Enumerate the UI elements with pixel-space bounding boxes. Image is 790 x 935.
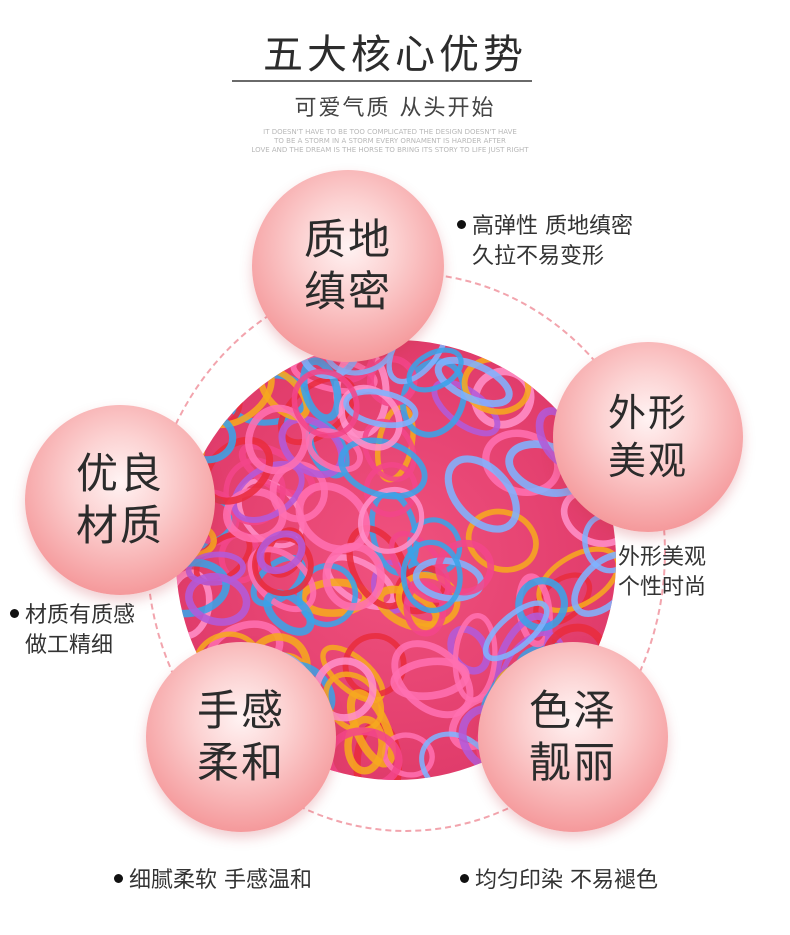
rubber-band: [434, 356, 513, 408]
rubber-band: [338, 384, 403, 451]
rubber-band: [357, 486, 425, 554]
page-subtitle: 可爱气质 从头开始: [294, 96, 496, 121]
english-decor-text: IT DOESN'T HAVE TO BE TOO COMPLICATED TH…: [200, 128, 580, 155]
bullet-icon: [10, 608, 19, 618]
rubber-band: [419, 731, 494, 780]
english-line: TO BE A STORM IN A STORM EVERY ORNAMENT …: [274, 137, 506, 145]
bubble-label: 质地: [303, 215, 392, 264]
rubber-band: [390, 657, 470, 701]
bubble-feel: 手感 柔和: [146, 642, 336, 832]
bubble-appearance: 外形 美观: [553, 342, 743, 532]
note-feel: 细腻柔软 手感温和: [114, 866, 312, 896]
note-line: 材质有质感: [25, 603, 136, 628]
bubble-label: 材质: [75, 501, 164, 550]
bubble-color: 色泽 靓丽: [478, 642, 668, 832]
page-title: 五大核心优势: [263, 32, 527, 78]
note-line: 久拉不易变形: [472, 244, 605, 269]
note-color: 均匀印染 不易褪色: [460, 866, 658, 896]
note-line: 外形美观: [618, 545, 707, 570]
rubber-band: [344, 715, 386, 775]
note-appearance: 外形美观 个性时尚: [618, 543, 706, 603]
note-texture: 高弹性 质地缜密 久拉不易变形: [457, 212, 633, 272]
rubber-band: [185, 572, 251, 626]
title-underline: [232, 80, 532, 82]
bubble-label: 优良: [75, 449, 164, 498]
note-material: 材质有质感 做工精细: [10, 601, 135, 661]
rubber-band: [295, 482, 371, 554]
bubble-label: 美观: [607, 439, 688, 483]
note-line: 细腻柔软 手感温和: [129, 868, 312, 893]
note-line: 做工精细: [25, 633, 114, 658]
rubber-band: [185, 551, 246, 586]
rubber-band: [406, 347, 464, 393]
rubber-band: [363, 462, 419, 518]
rubber-band: [391, 640, 474, 719]
rubber-band: [444, 455, 520, 533]
rubber-band: [256, 530, 306, 575]
rubber-band: [395, 572, 461, 628]
bubble-material: 优良 材质: [25, 405, 215, 595]
rubber-band: [435, 539, 495, 596]
rubber-band: [386, 340, 450, 385]
english-line: LOVE AND THE DREAM IS THE HORSE TO BRING…: [251, 146, 529, 154]
bullet-icon: [114, 873, 123, 883]
rubber-band: [343, 388, 419, 429]
rubber-band: [571, 551, 616, 617]
bubble-label: 色泽: [528, 686, 617, 735]
note-line: 个性时尚: [618, 575, 707, 600]
rubber-band: [515, 577, 568, 632]
rubber-band: [245, 404, 310, 475]
bubble-texture: 质地 缜密: [252, 170, 444, 362]
bubble-label: 手感: [196, 686, 285, 735]
bubble-label: 柔和: [196, 738, 285, 787]
bubble-label: 缜密: [303, 267, 392, 316]
rubber-band: [482, 600, 550, 662]
note-line: 均匀印染 不易褪色: [475, 868, 658, 893]
rubber-band: [263, 589, 315, 636]
bubble-label: 靓丽: [528, 738, 617, 787]
english-line: IT DOESN'T HAVE TO BE TOO COMPLICATED TH…: [263, 128, 517, 136]
note-line: 高弹性 质地缜密: [472, 214, 633, 239]
bullet-icon: [460, 873, 469, 883]
rubber-band: [291, 368, 360, 439]
bubble-label: 外形: [607, 391, 688, 435]
rubber-band: [400, 539, 463, 614]
rubber-band: [300, 357, 342, 422]
bullet-icon: [457, 219, 466, 229]
rubber-band: [322, 542, 385, 611]
